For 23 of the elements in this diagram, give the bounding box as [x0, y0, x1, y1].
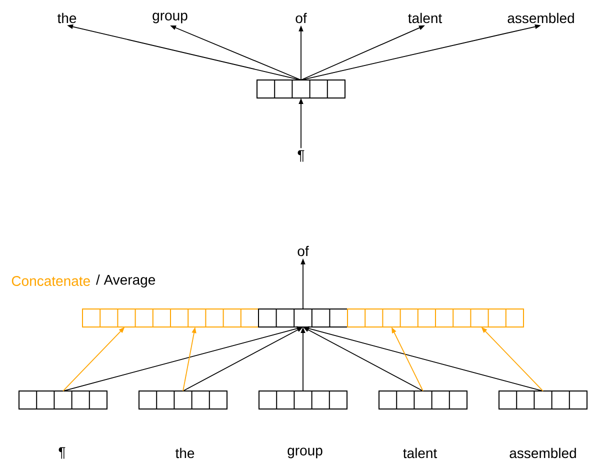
word-label: talent	[408, 12, 442, 24]
word-label: assembled	[508, 12, 574, 24]
vector-cells	[498, 390, 588, 410]
heading-text: Concatenate	[12, 276, 90, 286]
word-label: the	[58, 12, 76, 24]
word-label: of	[298, 246, 309, 256]
word-label: ¶	[298, 150, 304, 162]
vector-cells	[347, 308, 524, 328]
word-label: group	[288, 448, 322, 458]
vector-cells	[258, 308, 348, 328]
vector-cells	[256, 80, 346, 98]
word-label: assembled	[510, 448, 576, 458]
vector-cells	[82, 308, 259, 328]
vector-cells	[258, 390, 348, 410]
word-label: of	[296, 12, 307, 24]
word-label: ¶	[58, 447, 66, 459]
word-label: group	[152, 12, 188, 24]
vector-cells	[378, 390, 468, 410]
vector-cells	[138, 390, 228, 410]
word-label: the	[176, 448, 194, 458]
word-label: talent	[403, 448, 438, 458]
heading-text: / Average	[96, 274, 156, 288]
vector-cells	[18, 390, 108, 410]
